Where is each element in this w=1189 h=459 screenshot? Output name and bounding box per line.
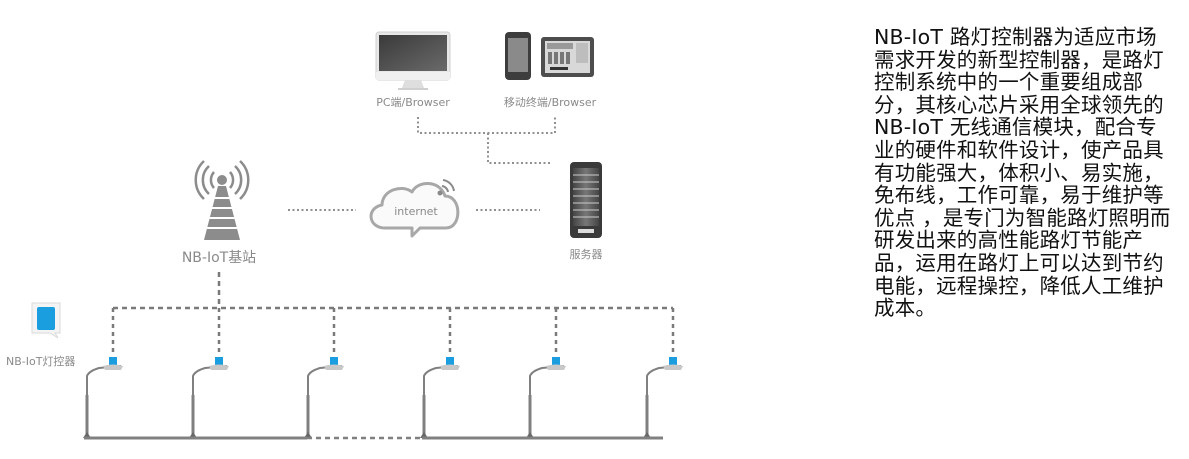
description-text: NB-IoT 路灯控制器为适应市场需求开发的新型控制器，是路灯控制系统中的一个重… <box>874 25 1171 321</box>
mobile-browser-label: 移动终端/Browser <box>504 95 597 109</box>
architecture-diagram: PC端/Browser 移动终端/Browser <box>6 31 683 440</box>
streetlight <box>189 308 229 438</box>
base-station-label: NB-IoT基站 <box>182 249 256 266</box>
mobile-tablet-icon <box>505 32 594 80</box>
controller-module <box>446 357 454 365</box>
streetlight <box>643 308 683 438</box>
pc-browser-label: PC端/Browser <box>376 96 450 109</box>
controller-module <box>552 357 560 365</box>
controller-module <box>330 357 338 365</box>
nb-iot-network-line <box>113 272 673 310</box>
cell-tower-icon <box>194 160 250 240</box>
streetlight <box>304 308 344 438</box>
internet-label: internet <box>394 205 438 218</box>
streetlight-row <box>83 308 683 440</box>
streetlight <box>83 308 123 438</box>
controller-module <box>669 357 677 365</box>
controller-label: NB-IoT灯控器 <box>6 354 75 368</box>
streetlight <box>420 308 460 438</box>
desktop-monitor-icon <box>375 31 451 90</box>
cloud-wifi-icon: internet <box>369 179 460 238</box>
controller-device-icon <box>31 302 61 339</box>
server-label: 服务器 <box>570 248 603 261</box>
connector-client-server <box>417 117 556 164</box>
controller-module <box>109 357 117 365</box>
server-rack-icon <box>570 162 602 238</box>
streetlight <box>526 308 566 438</box>
controller-module <box>215 357 223 365</box>
